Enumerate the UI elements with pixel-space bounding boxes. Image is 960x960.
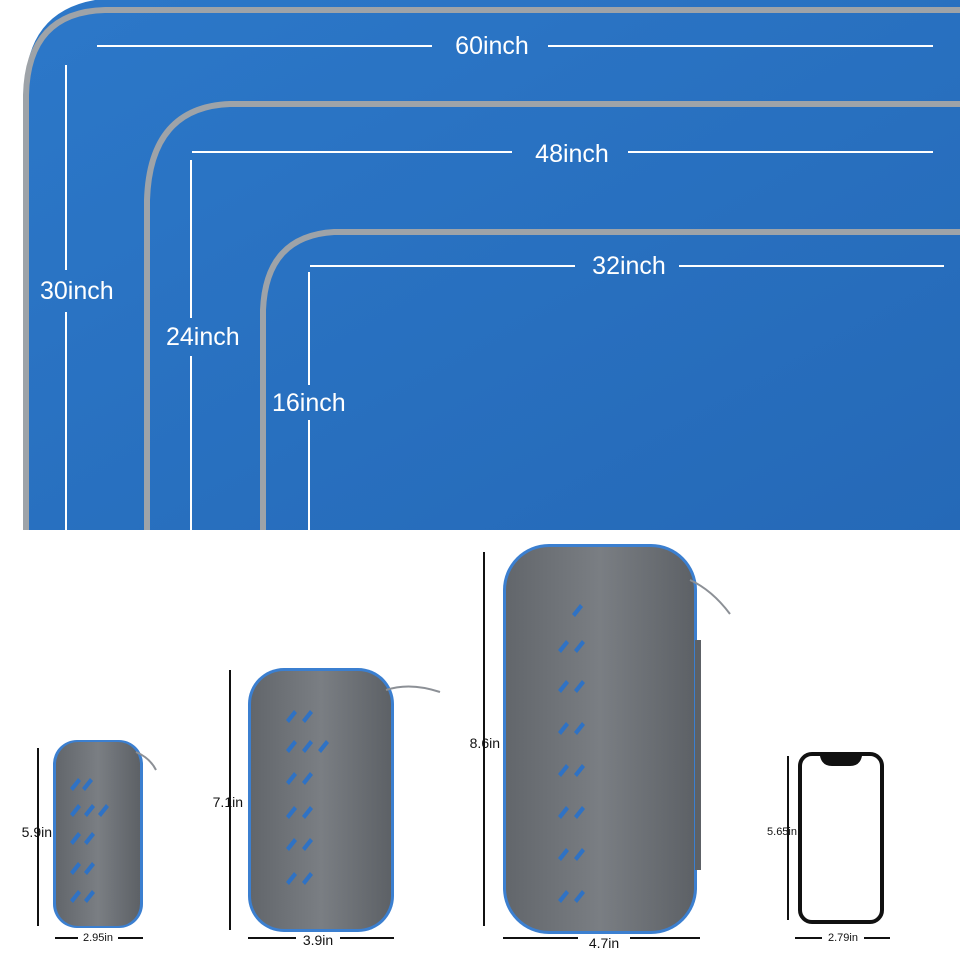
medium-case-width-label: 3.9in xyxy=(302,932,334,948)
small-case xyxy=(53,740,157,928)
case-size-panel xyxy=(37,544,890,939)
small-case-height-label: 5.9in xyxy=(21,824,52,840)
large-case xyxy=(503,544,731,934)
large-case-height-label: 8.6in xyxy=(469,735,500,751)
phone-height-label: 5.65in xyxy=(767,826,797,838)
medium-case-height-label: 7.1in xyxy=(212,794,243,810)
medium-towel-height-label: 24inch xyxy=(166,323,240,351)
large-towel-edge xyxy=(23,7,960,530)
medium-case xyxy=(248,668,441,932)
small-towel-height-label: 16inch xyxy=(272,389,346,417)
small-towel-width-label: 32inch xyxy=(592,252,666,280)
towel-size-panel xyxy=(0,0,960,530)
large-towel-height-label: 30inch xyxy=(40,277,114,305)
small-case-width-label: 2.95in xyxy=(83,932,113,944)
medium-towel-edge xyxy=(144,101,960,530)
large-case-width-label: 4.7in xyxy=(588,935,620,951)
small-towel-edge xyxy=(260,229,960,530)
phone-outline xyxy=(798,752,884,924)
phone-width-label: 2.79in xyxy=(828,932,858,944)
phone-notch xyxy=(820,756,862,766)
medium-towel-width-label: 48inch xyxy=(535,140,609,168)
large-towel-width-label: 60inch xyxy=(455,32,529,60)
